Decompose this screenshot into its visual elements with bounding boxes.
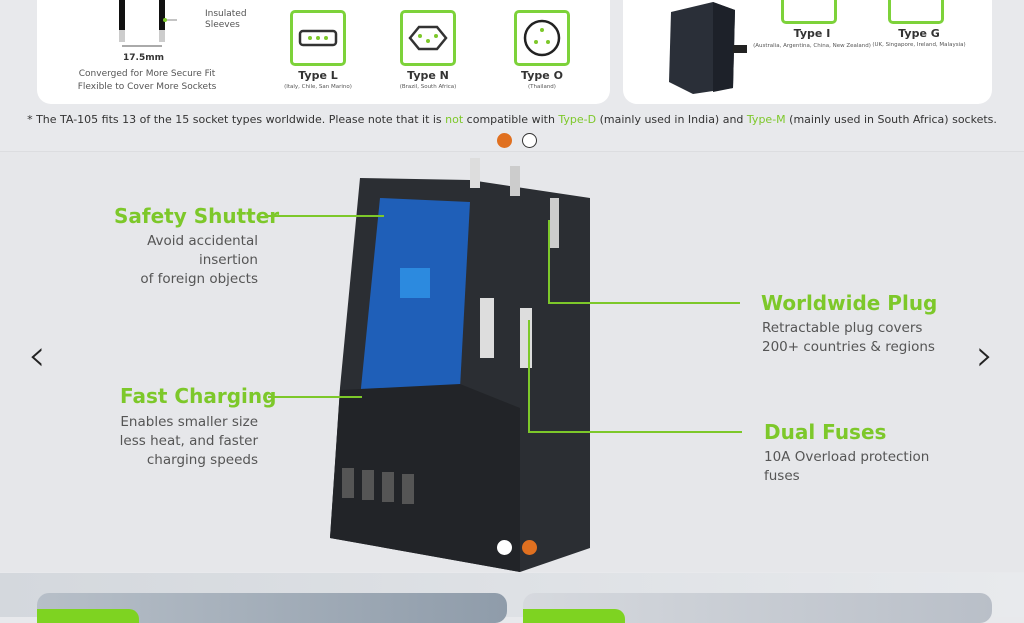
type-l-icon	[290, 10, 346, 66]
type-l-countries: (Italy, Chile, San Marino)	[284, 84, 352, 90]
feature-safety-shutter-text: Avoid accidental insertion of foreign obj…	[92, 232, 258, 289]
type-n-countries: (Brazil, South Africa)	[399, 84, 457, 90]
feature-line: charging speeds	[146, 452, 258, 468]
carousel-dot-active[interactable]	[522, 540, 537, 555]
plug-types-card-right: Type I (Australia, Argentina, China, New…	[623, 0, 992, 104]
callout-line	[548, 220, 550, 304]
type-l-title: Type L	[298, 69, 338, 82]
plug-types-card-left: Insulated Sleeves 17.5mm Converged for M…	[37, 0, 610, 104]
bottom-card-left	[37, 593, 507, 623]
note-not: not	[445, 113, 464, 126]
feature-line: 200+ countries & regions	[762, 339, 935, 355]
charger-product-image	[330, 158, 590, 572]
feature-dual-fuses-title: Dual Fuses	[764, 420, 887, 444]
callout-line	[548, 302, 740, 304]
green-tag	[523, 609, 625, 623]
type-i-icon	[781, 0, 837, 24]
carousel-dot[interactable]	[522, 133, 537, 148]
type-n-icon	[400, 10, 456, 66]
feature-worldwide-plug-title: Worldwide Plug	[761, 291, 938, 315]
feature-line: fuses	[764, 468, 800, 484]
carousel-prev-arrow[interactable]: ‹	[28, 330, 46, 381]
feature-safety-shutter-title: Safety Shutter	[114, 204, 280, 228]
type-g-title: Type G	[898, 27, 940, 40]
feature-line: 10A Overload protection	[764, 449, 930, 465]
type-o-countries: (Thailand)	[528, 84, 556, 90]
feature-fast-charging-title: Fast Charging	[120, 384, 277, 408]
type-o-icon	[514, 10, 570, 66]
note-text: * The TA-105 fits 13 of the 15 socket ty…	[27, 113, 446, 126]
type-i-title: Type I	[793, 27, 831, 40]
carousel-dot-active[interactable]	[497, 133, 512, 148]
carousel-next-arrow[interactable]: ›	[976, 330, 994, 381]
callout-line	[528, 431, 742, 433]
feature-line: of foreign objects	[140, 271, 258, 287]
note-text: (mainly used in South Africa) sockets.	[785, 113, 997, 126]
adapter-product-image	[669, 2, 747, 94]
feature-worldwide-plug-text: Retractable plug covers 200+ countries & …	[762, 319, 935, 357]
measurement: 17.5mm	[123, 53, 164, 63]
caption-line1: Converged for More Secure Fit	[78, 69, 216, 79]
type-g-icon	[888, 0, 944, 24]
callout-line	[528, 320, 530, 433]
feature-line: Enables smaller size	[120, 414, 258, 430]
plug-pins-illustration	[119, 0, 177, 47]
bottom-card-right	[523, 593, 992, 623]
carousel-dot[interactable]	[497, 540, 512, 555]
note-text: compatible with	[463, 113, 559, 126]
note-text: (mainly used in India) and	[596, 113, 747, 126]
green-tag	[37, 609, 139, 623]
type-g-countries: (UK, Singapore, Ireland, Malaysia)	[872, 42, 966, 48]
type-i-countries: (Australia, Argentina, China, New Zealan…	[753, 43, 871, 49]
feature-dual-fuses-text: 10A Overload protection fuses	[764, 448, 929, 486]
feature-line: Avoid accidental insertion	[147, 233, 258, 268]
feature-line: Retractable plug covers	[762, 320, 923, 336]
callout-line	[266, 215, 384, 217]
caption-line2: Flexible to Cover More Sockets	[77, 82, 217, 92]
note-type-d: Type-D	[558, 113, 597, 126]
feature-fast-charging-text: Enables smaller size less heat, and faste…	[100, 413, 258, 470]
type-n-title: Type N	[407, 69, 449, 82]
sleeve-label: Insulated Sleeves	[205, 9, 247, 30]
type-o-title: Type O	[521, 69, 563, 82]
note-type-m: Type-M	[746, 113, 786, 126]
compatibility-note: * The TA-105 fits 13 of the 15 socket ty…	[0, 113, 1024, 126]
callout-line	[268, 396, 362, 398]
feature-line: less heat, and faster	[119, 433, 258, 449]
